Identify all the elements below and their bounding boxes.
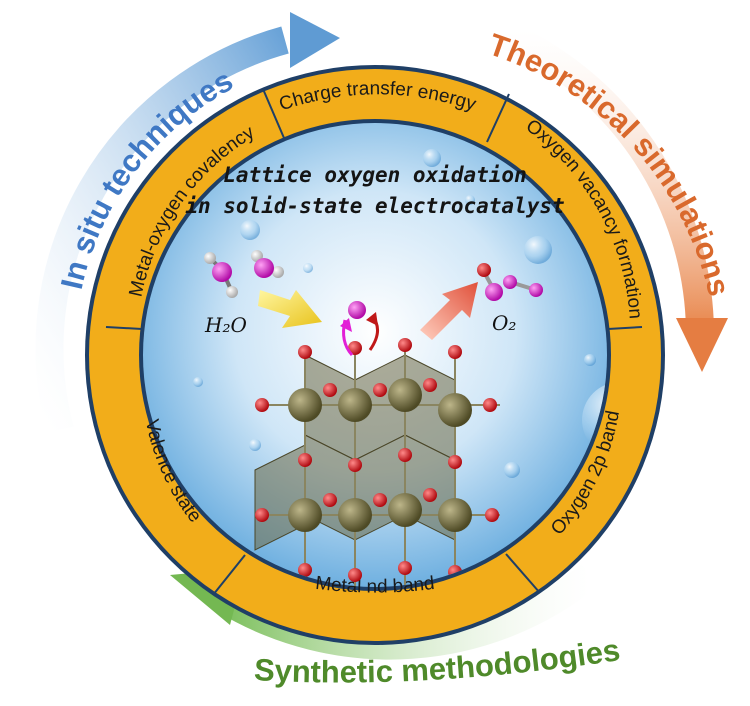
right-arrow (489, 17, 728, 372)
metal-atoms (288, 378, 472, 532)
release-arrow (420, 282, 478, 340)
center-title-line2: in solid-state electrocatalyst (185, 194, 564, 218)
exchanged-oxygen (340, 301, 379, 357)
oxygen-molecules (477, 263, 543, 301)
adsorption-arrow (258, 290, 322, 328)
oxygen-label: O₂ (492, 311, 516, 335)
left-arrow (35, 12, 340, 434)
center-title-line1: Lattice oxygen oxidation (223, 163, 526, 187)
ring-label-metal-nd: Metal nd band (314, 573, 435, 598)
water-molecules (204, 250, 284, 298)
perovskite-lattice (254, 338, 500, 587)
oxygen-atoms (255, 338, 499, 582)
water-label: H₂O (204, 313, 247, 337)
